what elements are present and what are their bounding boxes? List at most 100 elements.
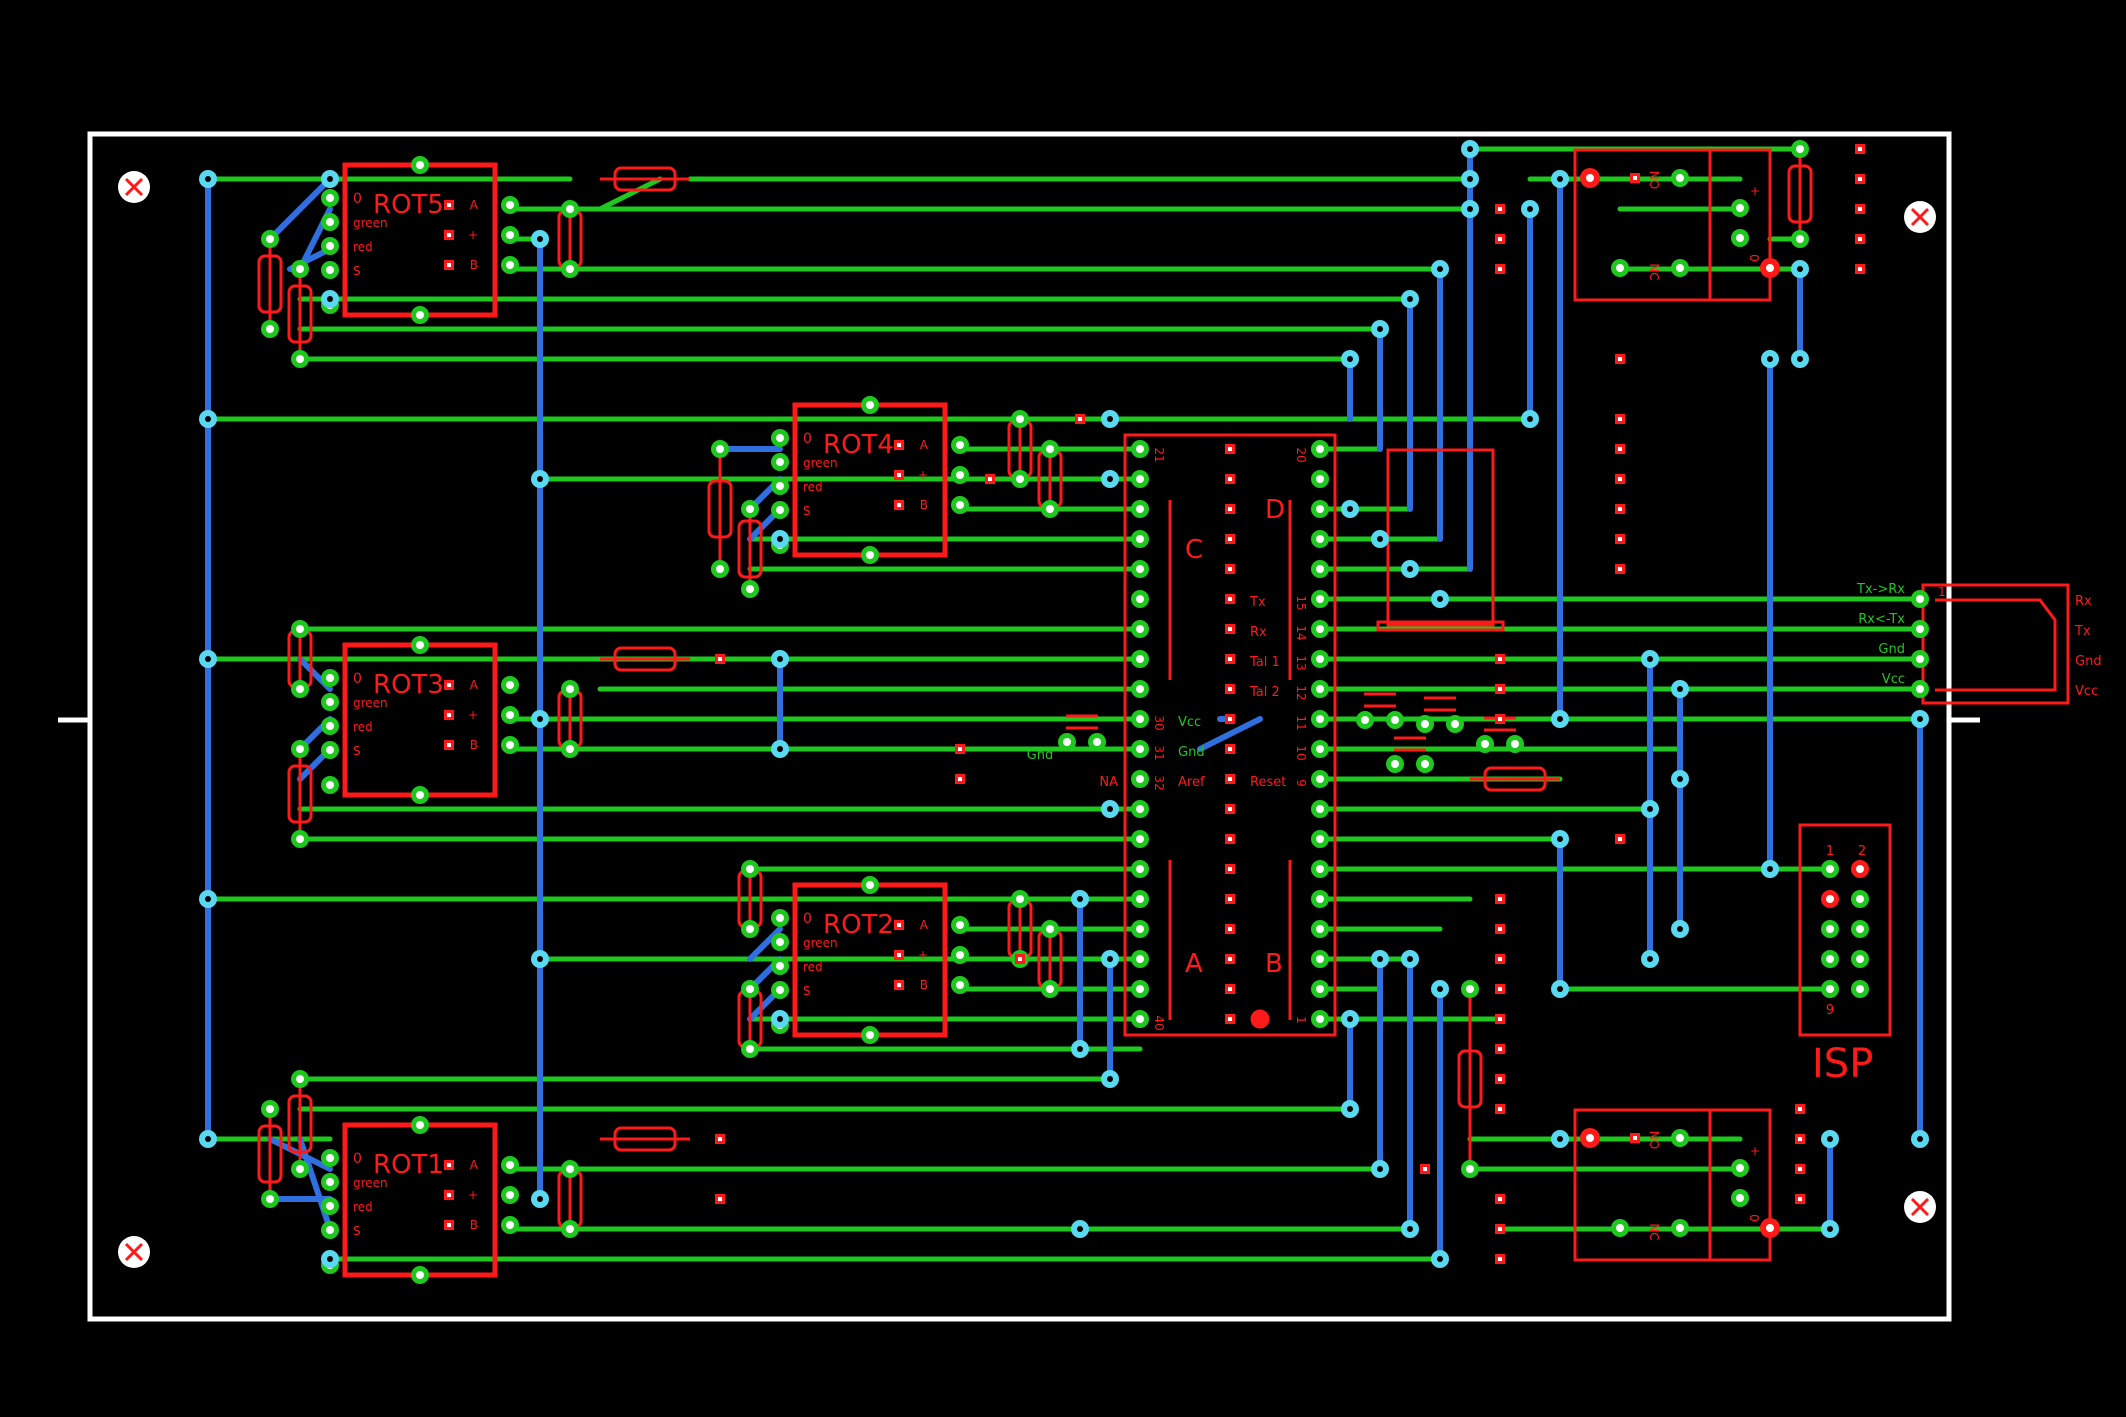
silk-label: green [803, 936, 838, 950]
silk-label: Tx->Rx [1856, 582, 1905, 597]
silk-label: A [470, 198, 479, 212]
silk-label: A [920, 918, 929, 932]
resistor [287, 284, 313, 344]
silk-label: Vcc [1882, 672, 1905, 687]
crystal-base [1376, 620, 1505, 632]
silk-label: D [1265, 495, 1285, 525]
relay [1573, 1108, 1772, 1262]
bottom-layer-traces [205, 146, 1923, 1262]
silk-label: B [1265, 949, 1283, 979]
microcontroller [1123, 433, 1337, 1037]
silk-label: 0 [803, 431, 812, 447]
silk-label: 31 [1152, 745, 1166, 760]
silk-label: Aref [1178, 775, 1205, 790]
silk-label: + [918, 948, 928, 962]
silk-label: Gnd [1178, 745, 1205, 760]
silk-label: 12 [1294, 685, 1308, 700]
silk-label: A [470, 1158, 479, 1172]
silk-label: 0 [1747, 254, 1761, 262]
mounting-hole-icon [118, 171, 150, 203]
silk-label: ISP [1812, 1041, 1873, 1087]
silk-label: + [1750, 184, 1760, 198]
silk-label: 1 [1294, 1016, 1308, 1024]
silk-label: 9 [1826, 1003, 1834, 1018]
silk-label: Tal 2 [1249, 685, 1280, 700]
bottom-trace [1197, 716, 1263, 752]
silk-label: 13 [1294, 655, 1308, 670]
silk-label: Tx [2074, 624, 2091, 639]
silk-label: 10 [1294, 745, 1308, 760]
resistor [257, 254, 283, 314]
silk-label: S [353, 744, 361, 758]
resistor [613, 1126, 677, 1152]
silk-label: B [470, 738, 478, 752]
silk-label: green [353, 216, 388, 230]
silk-label: Tal 1 [1249, 655, 1280, 670]
silk-label: 14 [1294, 625, 1308, 640]
silk-label: Rx<-Tx [1858, 612, 1905, 627]
resistor [707, 479, 733, 539]
resistor [737, 519, 763, 579]
silk-label: + [468, 1188, 478, 1202]
silk-label: red [353, 240, 373, 254]
silk-label: A [1185, 949, 1203, 979]
silk-label: A [470, 678, 479, 692]
silk-label: 0 [1747, 1214, 1761, 1222]
silk-label: Reset [1250, 775, 1286, 790]
silk-label: + [468, 228, 478, 242]
resistor [1457, 1049, 1483, 1109]
silk-label: red [803, 960, 823, 974]
relay [1573, 148, 1772, 302]
silk-label: 0 [353, 1151, 362, 1167]
silk-label: Vcc [2075, 684, 2098, 699]
silk-label: S [803, 504, 811, 518]
silk-label: B [920, 978, 928, 992]
silk-label: A [920, 438, 929, 452]
silk-label: NC [1647, 1223, 1661, 1240]
silk-label: C [1185, 535, 1203, 565]
silk-label: Tx [1249, 595, 1266, 610]
silk-label: red [803, 480, 823, 494]
silk-label: ROT3 [373, 670, 444, 700]
silk-label: 30 [1152, 715, 1166, 730]
silk-label: 1 [1938, 585, 1946, 599]
silk-label: 0 [353, 191, 362, 207]
silk-label: ROT4 [823, 430, 894, 460]
mounting-hole-icon [1904, 201, 1936, 233]
silk-label: red [353, 720, 373, 734]
silk-label: Rx [1250, 625, 1267, 640]
silk-label: 32 [1152, 775, 1166, 790]
resistor [257, 1124, 283, 1184]
resistor [287, 764, 313, 824]
silk-label: green [353, 696, 388, 710]
resistor [1483, 766, 1547, 792]
silk-label: Gnd [2075, 654, 2102, 669]
pin1-marker [1250, 1009, 1270, 1029]
silk-label: + [918, 468, 928, 482]
silkscreen-labels: ROT50greenredSA+BROT40greenredSA+BROT30g… [118, 171, 2102, 1268]
silk-label: 21 [1152, 447, 1166, 462]
silk-label: Gnd [1027, 748, 1054, 763]
silk-label: Rx [2075, 594, 2092, 609]
silk-label: B [470, 258, 478, 272]
top-trace [597, 176, 663, 212]
bottom-trace [297, 1136, 333, 1232]
silk-label: NC [1647, 263, 1661, 280]
silk-label: + [468, 708, 478, 722]
silk-label: 9 [1294, 779, 1308, 787]
silk-label: S [353, 264, 361, 278]
mounting-hole-icon [118, 1236, 150, 1268]
silk-label: green [803, 456, 838, 470]
silk-label: 2 [1858, 844, 1866, 859]
silk-label: ROT5 [373, 190, 444, 220]
silk-label: 20 [1294, 447, 1308, 462]
serial-connector [1921, 583, 2070, 705]
silk-label: 0 [353, 671, 362, 687]
silk-label: S [353, 1224, 361, 1238]
silk-label: + [1750, 1144, 1760, 1158]
silk-label: ROT2 [823, 910, 894, 940]
pads [199, 140, 1929, 1284]
silk-label: NA [1099, 775, 1118, 790]
silk-label: NO [1647, 171, 1661, 189]
